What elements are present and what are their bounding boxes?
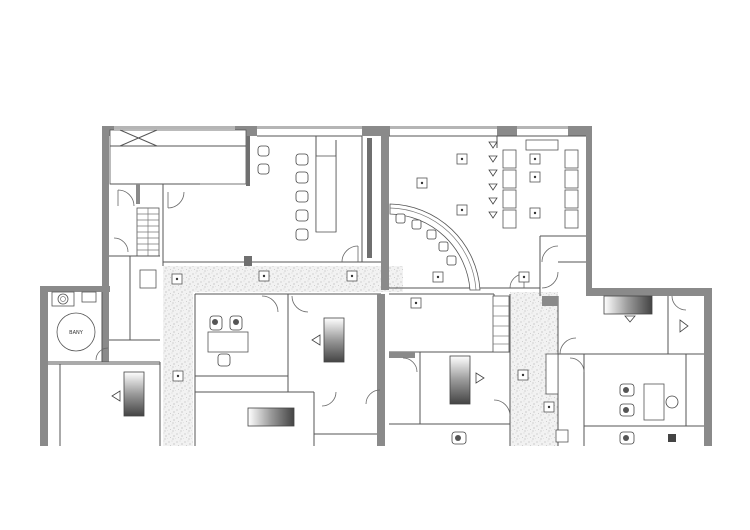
light-fixture-icon — [172, 370, 184, 382]
reception-chair — [426, 229, 437, 240]
kitchen-stools — [257, 145, 309, 241]
light-fixture-icon — [543, 401, 555, 413]
desk — [323, 317, 345, 363]
bathroom: BANY — [51, 291, 97, 352]
bath-label: BANY — [69, 330, 84, 336]
reception-desk — [389, 203, 481, 291]
light-fixture-icon — [171, 273, 183, 285]
light-fixture-icon — [456, 153, 468, 165]
desk — [123, 371, 145, 417]
light-fixture-icon — [517, 369, 529, 381]
light-fixture-icon — [529, 153, 541, 165]
reception-chair — [395, 213, 406, 224]
locker-bank — [492, 295, 510, 353]
light-fixture-icon — [410, 297, 422, 309]
ceiling-lights — [171, 153, 555, 413]
reception-chair — [438, 241, 449, 252]
staircase — [136, 207, 160, 257]
desk — [603, 295, 653, 315]
reception-chair — [411, 219, 422, 230]
meeting-table — [207, 315, 249, 367]
reception-chair — [446, 255, 457, 266]
light-fixture-icon — [529, 207, 541, 219]
interior-walls — [48, 129, 704, 446]
light-fixture-icon — [518, 271, 530, 283]
light-fixture-icon — [456, 204, 468, 216]
light-fixture-icon — [258, 270, 270, 282]
light-fixture-icon — [432, 271, 444, 283]
desk — [247, 407, 295, 427]
workstations — [451, 383, 679, 445]
desk — [449, 355, 471, 405]
light-fixture-icon — [529, 171, 541, 183]
light-fixture-icon — [346, 270, 358, 282]
light-fixture-icon — [416, 177, 428, 189]
lounge-seating — [488, 139, 579, 229]
office-desks — [111, 295, 689, 427]
